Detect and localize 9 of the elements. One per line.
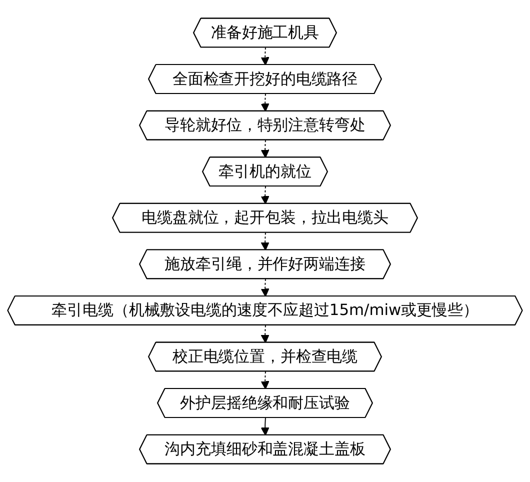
arrow (260, 47, 270, 66)
arrow (260, 371, 270, 390)
arrow (260, 417, 270, 436)
arrow (260, 278, 270, 297)
arrow (260, 93, 270, 112)
arrow (260, 232, 270, 251)
arrow (260, 324, 270, 344)
arrow (260, 140, 270, 158)
arrow (260, 186, 270, 204)
